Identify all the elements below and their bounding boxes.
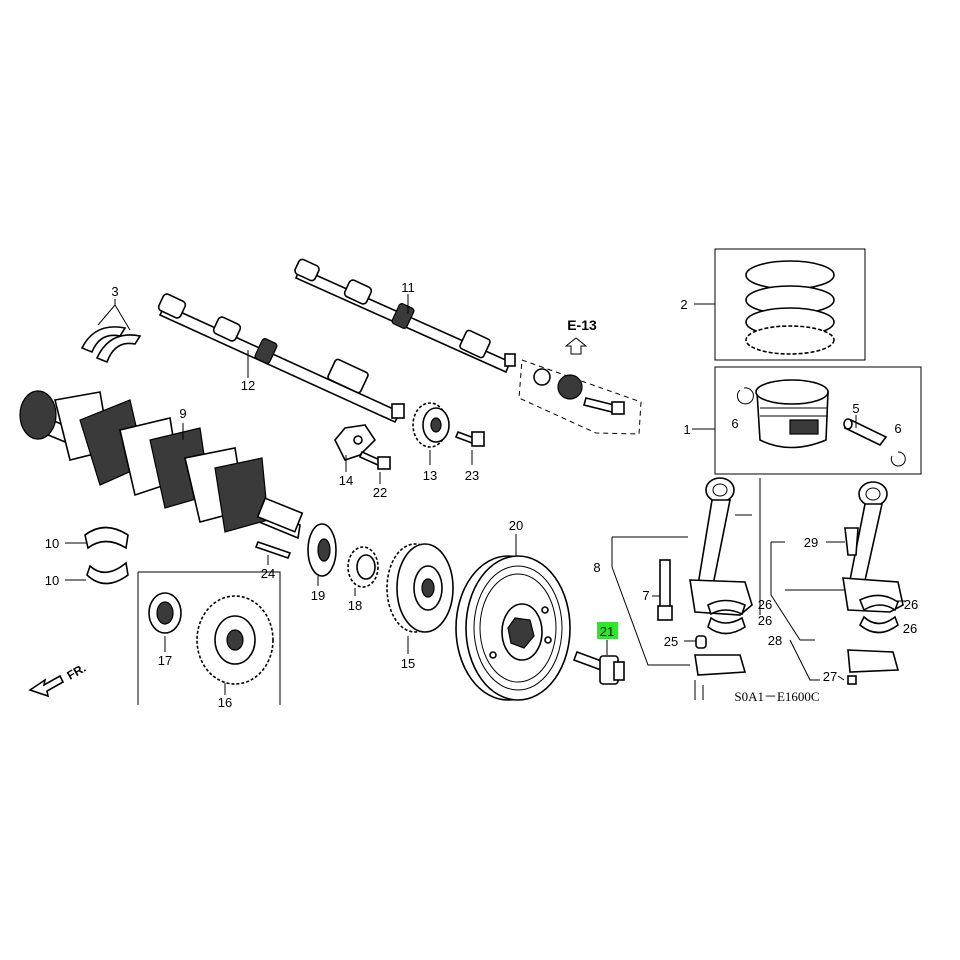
callout-21-highlight <box>597 622 618 639</box>
camshaft-11 <box>294 258 516 374</box>
pulley-13 <box>412 402 450 448</box>
callout-26-rod-right-lower: 26 <box>903 621 917 636</box>
callout-29: 29 <box>804 535 818 550</box>
pulley-15 <box>386 543 454 633</box>
callout-7: 7 <box>642 588 649 603</box>
callout-20: 20 <box>509 518 523 533</box>
callout-26-rod-left-upper: 26 <box>758 597 772 612</box>
callout-2: 2 <box>680 297 687 312</box>
callout-6-right: 6 <box>894 421 901 436</box>
callout-3: 3 <box>111 284 118 299</box>
callout-25: 25 <box>664 634 678 649</box>
front-direction-label: FR. <box>65 661 89 683</box>
connecting-rod-right <box>842 481 904 685</box>
callout-11: 11 <box>401 280 415 295</box>
callout-1: 1 <box>683 422 690 437</box>
washer-19 <box>307 523 337 577</box>
callout-13: 13 <box>423 468 437 483</box>
callout-19: 19 <box>311 588 325 603</box>
callout-27: 27 <box>823 669 837 684</box>
callout-28: 28 <box>768 633 782 648</box>
callout-21[interactable]: 21 <box>600 624 614 639</box>
crank-pulley-bolt-21 <box>572 650 625 685</box>
woodruff-key-24 <box>254 540 292 560</box>
callout-15: 15 <box>401 656 415 671</box>
callout-16: 16 <box>218 695 232 710</box>
callout-8: 8 <box>593 560 600 575</box>
callout-6-left: 6 <box>731 416 738 431</box>
piston-rings-group <box>714 248 866 361</box>
callout-26-rod-left-lower: 26 <box>758 613 772 628</box>
camshaft-12 <box>157 293 405 424</box>
gear-18 <box>347 546 379 588</box>
bolt-22 <box>358 450 391 470</box>
bracket-14 <box>334 424 377 461</box>
bolt-23 <box>454 430 485 447</box>
timing-gears-inset <box>137 571 281 705</box>
callout-23: 23 <box>465 468 479 483</box>
diagram-code: S0A1－E1600C <box>734 689 819 704</box>
main-bearings-group <box>80 326 142 364</box>
crankshaft-9 <box>19 390 304 540</box>
callout-17: 17 <box>158 653 172 668</box>
callout-9: 9 <box>179 406 186 421</box>
callout-22: 22 <box>373 485 387 500</box>
callout-10-lower: 10 <box>45 573 59 588</box>
crank-pulley-20 <box>455 555 571 701</box>
connecting-rod-left <box>657 477 753 676</box>
reference-e13-group: E-13 <box>518 317 642 435</box>
callout-14: 14 <box>339 473 353 488</box>
bearing-10-upper <box>84 526 129 550</box>
bearing-10-lower <box>86 561 129 585</box>
callout-12: 12 <box>241 378 255 393</box>
callout-5: 5 <box>852 401 859 416</box>
callout-10-upper: 10 <box>45 536 59 551</box>
callout-24: 24 <box>261 566 275 581</box>
reference-label: E-13 <box>567 317 597 333</box>
front-direction-indicator: FR. <box>28 661 89 698</box>
callout-18: 18 <box>348 598 362 613</box>
callout-26-rod-right-upper: 26 <box>904 597 918 612</box>
piston-group <box>714 366 922 475</box>
